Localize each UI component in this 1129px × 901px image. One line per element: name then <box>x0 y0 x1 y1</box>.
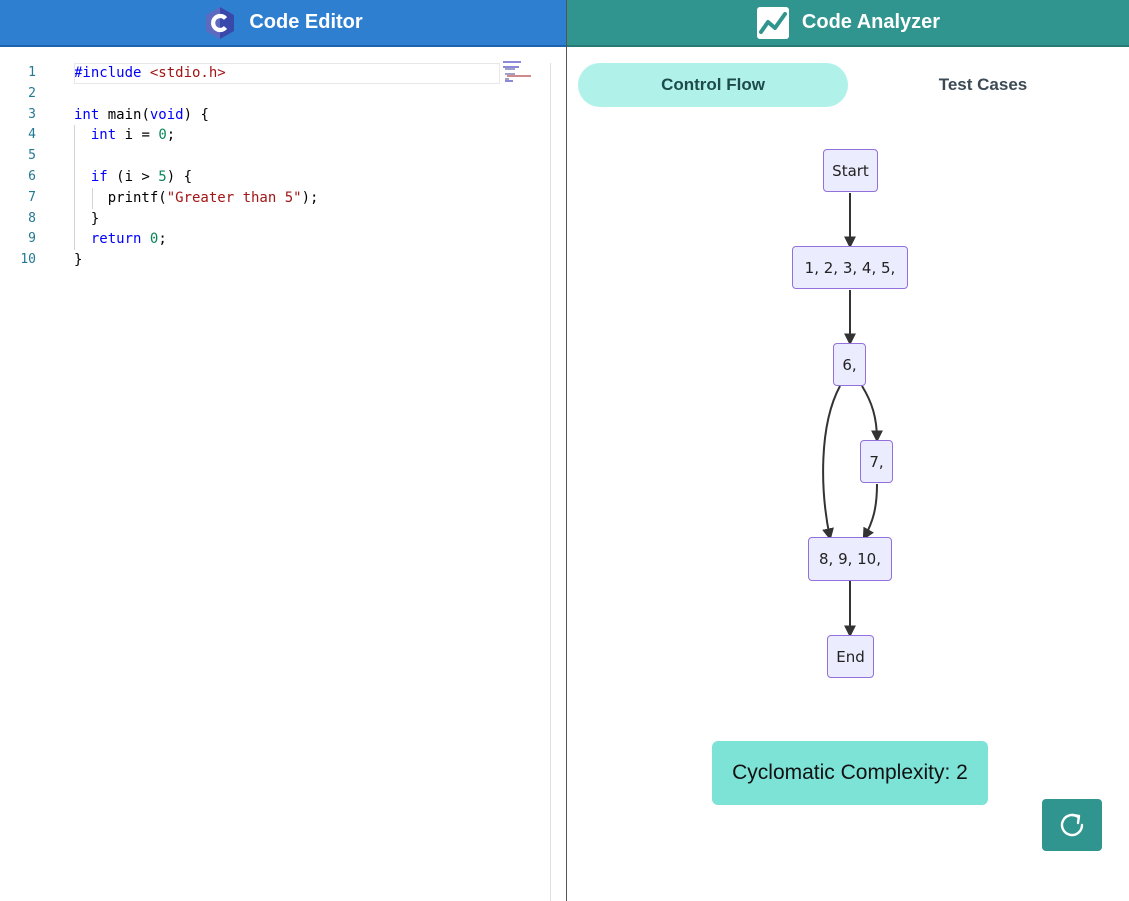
code-line[interactable]: } <box>74 208 500 230</box>
code-editor[interactable]: 1 2 3 4 5 6 7 8 9 10 #include <stdio.h> … <box>0 47 566 901</box>
code-token: int <box>74 106 100 123</box>
code-token: "Greater than 5" <box>166 189 302 206</box>
indent-guide <box>92 187 93 209</box>
code-token: #include <box>74 65 150 81</box>
code-line[interactable]: int i = 0; <box>74 125 500 147</box>
code-line[interactable]: } <box>74 252 83 269</box>
line-number: 2 <box>28 85 36 101</box>
line-number: 8 <box>28 210 36 226</box>
edge-n6-n8 <box>822 385 841 541</box>
graph-node-line-7[interactable]: 7, <box>860 440 893 483</box>
analyzer-tabs: Control Flow Test Cases <box>578 63 1118 107</box>
minimap-line <box>503 61 521 63</box>
editor-title: Code Editor <box>249 11 363 33</box>
code-token: int <box>90 127 117 144</box>
graph-node-lines-1-5[interactable]: 1, 2, 3, 4, 5, <box>792 246 908 289</box>
analyzer-header: Code Analyzer <box>567 0 1129 47</box>
minimap-line <box>507 75 531 78</box>
code-token: 0 <box>149 231 159 248</box>
tab-control-flow[interactable]: Control Flow <box>578 63 848 107</box>
editor-scrollbar[interactable] <box>550 63 551 901</box>
analyzer-title: Code Analyzer <box>801 11 941 33</box>
minimap-line <box>503 65 519 68</box>
edge-n6-n7 <box>861 385 883 443</box>
graph-node-start[interactable]: Start <box>823 149 878 192</box>
minimap-line <box>505 80 513 83</box>
code-line[interactable] <box>74 146 500 167</box>
refresh-button[interactable] <box>1042 799 1102 851</box>
minimap-line <box>505 77 509 80</box>
line-number: 10 <box>20 252 36 268</box>
line-number: 3 <box>28 106 36 122</box>
code-line[interactable]: return 0; <box>74 229 500 251</box>
graph-node-line-6[interactable]: 6, <box>833 343 866 386</box>
code-token: void <box>149 106 184 123</box>
indent-guide <box>74 146 75 167</box>
line-number: 5 <box>28 148 36 164</box>
line-number-gutter: 1 2 3 4 5 6 7 8 9 10 <box>0 63 56 271</box>
code-line[interactable]: #include <stdio.h> <box>74 63 500 84</box>
code-analyzer-panel: Code Analyzer Control Flow Test Cases St… <box>567 0 1129 901</box>
line-number: 4 <box>28 127 36 143</box>
line-number: 1 <box>28 65 36 80</box>
edge-n7-n8 <box>862 483 878 541</box>
indent-guide <box>74 187 75 209</box>
code-minimap[interactable] <box>503 61 533 85</box>
code-editor-panel: Code Editor 1 2 3 4 5 6 7 8 9 10 #includ… <box>0 0 567 901</box>
code-token: if <box>90 168 108 185</box>
editor-header: Code Editor <box>0 0 566 47</box>
code-token: return <box>90 231 142 248</box>
refresh-icon <box>1060 813 1084 837</box>
code-line[interactable] <box>74 84 500 105</box>
indent-guide <box>74 125 75 147</box>
control-flow-graph: Start 1, 2, 3, 4, 5, 6, 7, 8, 9, 10, End <box>567 140 1129 700</box>
line-number: 6 <box>28 168 36 184</box>
indent-guide <box>74 229 75 251</box>
code-token: 5 <box>158 168 167 185</box>
chart-line-icon <box>756 6 790 40</box>
indent-guide <box>74 166 75 188</box>
line-number: 7 <box>28 189 36 205</box>
graph-node-end[interactable]: End <box>827 635 874 678</box>
minimap-line <box>505 72 515 75</box>
line-number: 9 <box>28 231 36 247</box>
tab-test-cases[interactable]: Test Cases <box>938 75 1028 94</box>
code-token: 0 <box>158 127 167 144</box>
c-language-icon <box>203 6 237 40</box>
cyclomatic-complexity-badge: Cyclomatic Complexity: 2 <box>712 741 988 805</box>
graph-edges <box>822 193 883 638</box>
indent-guide <box>74 208 75 230</box>
code-line[interactable]: int main(void) { <box>74 106 209 123</box>
graph-node-lines-8-10[interactable]: 8, 9, 10, <box>808 537 892 581</box>
code-line[interactable]: printf("Greater than 5"); <box>74 187 500 209</box>
code-text-area[interactable]: #include <stdio.h> int main(void) { int … <box>74 63 500 271</box>
code-token: <stdio.h> <box>149 65 226 81</box>
code-line[interactable]: if (i > 5) { <box>74 166 500 188</box>
minimap-line <box>505 68 515 71</box>
